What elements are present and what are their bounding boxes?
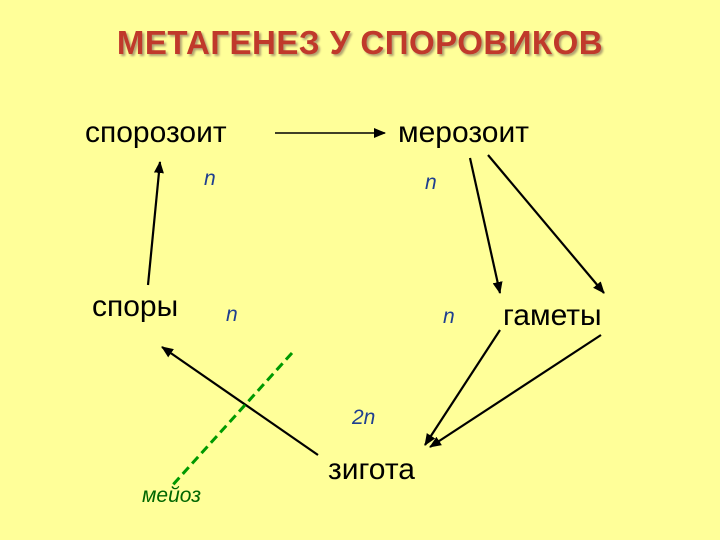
node-merozoite: мерозоит xyxy=(398,116,529,149)
node-spores: споры xyxy=(92,290,179,323)
arrow-merozoite-to-gametes-left xyxy=(468,157,503,294)
ploidy-sporozoite: n xyxy=(204,167,216,190)
arrow-gametes-to-zygote-left xyxy=(424,329,501,446)
node-zygote: зигота xyxy=(328,453,415,486)
meiosis-dashed-line xyxy=(168,351,294,490)
ploidy-spores: n xyxy=(226,303,238,326)
arrow-merozoite-to-gametes-right xyxy=(487,154,605,294)
arrow-zygote-to-spores xyxy=(161,346,319,456)
meiosis-label: мейоз xyxy=(142,484,201,507)
node-gametes: гаметы xyxy=(503,299,602,332)
ploidy-merozoite: n xyxy=(425,171,437,194)
ploidy-gametes: n xyxy=(443,305,455,328)
arrow-gametes-to-zygote-right xyxy=(429,334,602,448)
arrow-spores-to-sporozoite xyxy=(146,161,164,286)
node-sporozoite: спорозоит xyxy=(85,116,227,149)
slide-title: МЕТАГЕНЕЗ У СПОРОВИКОВ xyxy=(116,24,604,61)
ploidy-zygote: 2n xyxy=(352,406,376,429)
